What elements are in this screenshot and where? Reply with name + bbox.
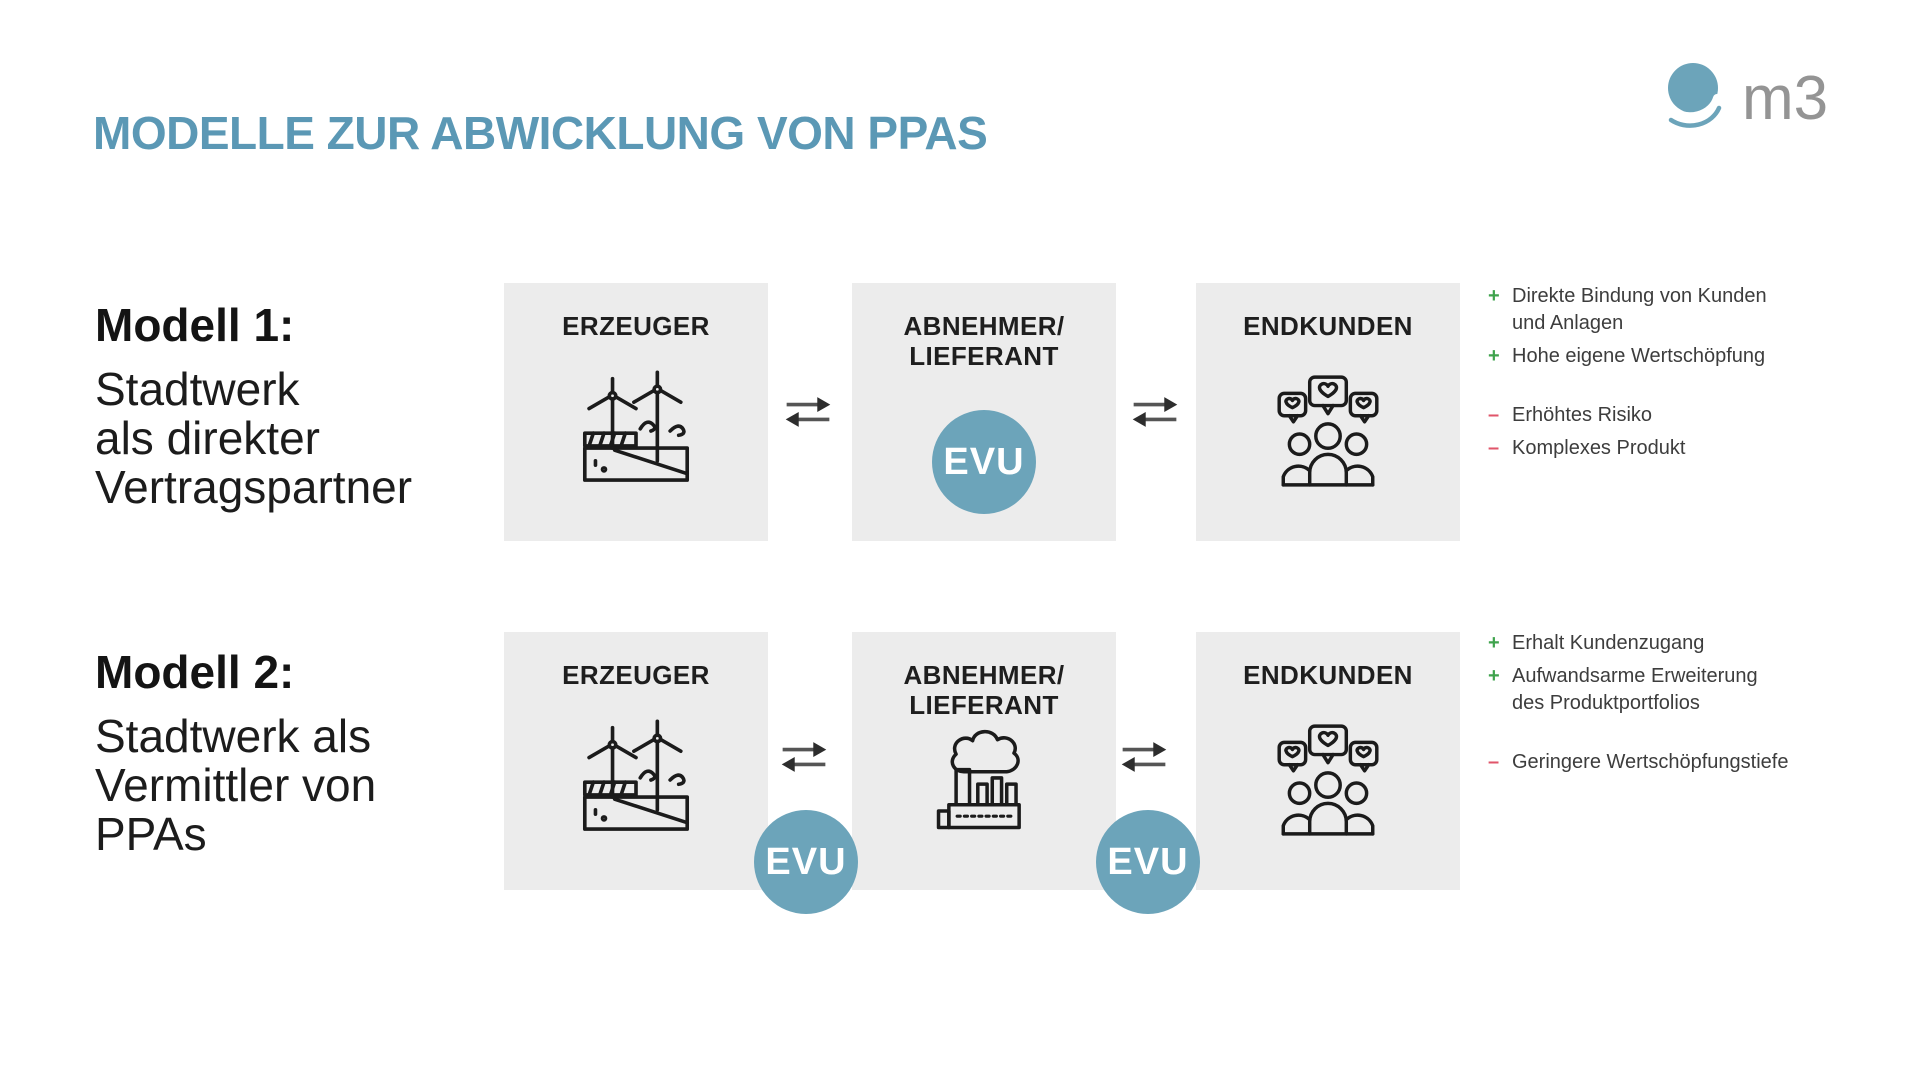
con-item: – Komplexes Produkt — [1488, 435, 1920, 462]
people-group-icon — [1277, 375, 1379, 487]
minus-icon: – — [1488, 751, 1500, 773]
pro-item: + Erhalt Kundenzugang — [1488, 630, 1920, 657]
evu-badge: EVU — [754, 810, 858, 914]
model2-bullets: + Erhalt Kundenzugang + Aufwandsarme Erw… — [1488, 630, 1920, 782]
model1-endcustomer-box: ENDKUNDEN — [1196, 283, 1460, 541]
page-title: MODELLE ZUR ABWICKLUNG VON PPAS — [93, 107, 988, 159]
plus-icon: + — [1488, 665, 1500, 687]
offtaker-box-title: ABNEHMER/ LIEFERANT — [903, 311, 1065, 371]
evu-badge: EVU — [1096, 810, 1200, 914]
plus-icon: + — [1488, 285, 1500, 307]
plus-icon: + — [1488, 345, 1500, 367]
wind-farm-icon — [582, 719, 690, 831]
pro-item: + Hohe eigene Wertschöpfung — [1488, 343, 1920, 370]
con-item: – Geringere Wertschöpfungstiefe — [1488, 749, 1920, 776]
model2-producer-box: ERZEUGER — [504, 632, 768, 890]
two-way-arrows-icon — [785, 397, 831, 427]
two-way-arrows-icon — [1121, 742, 1167, 772]
model1-heading: Modell 1: — [95, 299, 295, 351]
endcustomer-box-title: ENDKUNDEN — [1243, 311, 1413, 341]
model2-endcustomer-box: ENDKUNDEN — [1196, 632, 1460, 890]
logo-text: m3 — [1742, 64, 1829, 133]
minus-icon: – — [1488, 404, 1500, 426]
offtaker-box-title: ABNEHMER/ LIEFERANT — [903, 660, 1065, 720]
minus-icon: – — [1488, 437, 1500, 459]
m3-logo-icon — [1667, 63, 1722, 128]
two-way-arrows-icon — [781, 742, 827, 772]
two-way-arrows-icon — [1132, 397, 1178, 427]
model2-offtaker-box: ABNEHMER/ LIEFERANT — [852, 632, 1116, 890]
people-group-icon — [1277, 724, 1379, 836]
model2-label: Modell 2: Stadtwerk als Vermittler von P… — [95, 648, 455, 859]
logo: m3 — [1658, 58, 1828, 140]
model2-description: Stadtwerk als Vermittler von PPAs — [95, 710, 377, 860]
model1-description: Stadtwerk als direkter Vertragspartner — [95, 363, 413, 513]
wind-farm-icon — [582, 370, 690, 482]
producer-box-title: ERZEUGER — [562, 311, 710, 341]
plus-icon: + — [1488, 632, 1500, 654]
model1-producer-box: ERZEUGER — [504, 283, 768, 541]
endcustomer-box-title: ENDKUNDEN — [1243, 660, 1413, 690]
producer-box-title: ERZEUGER — [562, 660, 710, 690]
factory-icon — [936, 729, 1021, 830]
model2-heading: Modell 2: — [95, 646, 295, 698]
con-item: – Erhöhtes Risiko — [1488, 402, 1920, 429]
model1-label: Modell 1: Stadtwerk als direkter Vertrag… — [95, 301, 455, 512]
evu-badge: EVU — [932, 410, 1036, 514]
model1-offtaker-box: ABNEHMER/ LIEFERANT EVU — [852, 283, 1116, 541]
